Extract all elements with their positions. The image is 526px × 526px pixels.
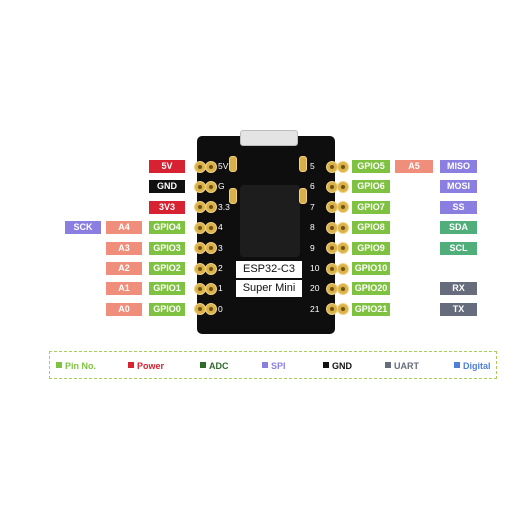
usb-c-connector <box>240 130 298 146</box>
pin-pad <box>205 303 217 316</box>
pin-silk-label: 21 <box>310 303 320 314</box>
pin-silk-label: 6 <box>310 181 315 192</box>
legend-label: ADC <box>209 361 229 371</box>
pin-pad <box>326 303 338 316</box>
pin-tag-gpio: GPIO9 <box>352 241 390 255</box>
pin-pad <box>337 242 349 255</box>
pin-silk-label: 10 <box>310 263 320 273</box>
legend-item: Pin No. <box>56 361 96 371</box>
pin-pad <box>205 221 217 234</box>
pin-silk-label: 5 <box>310 161 315 171</box>
pin-tag-gpio: GPIO5 <box>352 160 390 173</box>
pin-silk-label: 2 <box>218 263 223 273</box>
pin-pad <box>337 201 349 214</box>
legend-swatch <box>454 362 460 368</box>
pin-silk-label: 1 <box>218 283 223 294</box>
pin-tag-gpio: GPIO8 <box>352 221 390 235</box>
pin-tag-gpio: GPIO7 <box>352 200 390 214</box>
pin-tag-uart: RX <box>440 282 477 296</box>
pin-silk-label: 5V <box>218 161 229 171</box>
legend-swatch <box>128 362 134 368</box>
legend-label: Pin No. <box>65 361 96 371</box>
pin-pad <box>194 282 206 295</box>
pin-tag-adc: A2 <box>106 262 142 275</box>
pin-tag-adc: A3 <box>106 241 142 255</box>
pin-tag-gpio: GPIO1 <box>149 282 185 296</box>
legend-item: UART <box>385 361 419 371</box>
pin-tag-gpio: GPIO4 <box>149 221 185 235</box>
pin-silk-label: 8 <box>310 222 315 233</box>
pin-pad <box>205 160 217 173</box>
pin-tag-spi: MISO <box>440 160 477 173</box>
legend-label: SPI <box>271 361 286 371</box>
pin-tag-gnd: GND <box>149 180 185 194</box>
pin-pad <box>337 221 349 234</box>
pin-silk-label: 9 <box>310 242 315 253</box>
pin-tag-adc: A0 <box>106 302 142 316</box>
pin-pad <box>194 303 206 316</box>
pin-tag-gpio: GPIO21 <box>352 302 390 316</box>
pin-pad <box>337 180 349 193</box>
pin-tag-adc: A5 <box>395 160 433 173</box>
pin-tag-gpio: GPIO0 <box>149 302 185 316</box>
pin-pad <box>205 242 217 255</box>
legend-swatch <box>323 362 329 368</box>
mounting-slot <box>229 188 237 204</box>
pin-tag-gpio: GPIO2 <box>149 262 185 275</box>
pin-pad <box>205 201 217 214</box>
pin-tag-uart: TX <box>440 302 477 316</box>
esp32-chip <box>240 185 300 257</box>
pin-pad <box>205 262 217 275</box>
pin-tag-pwr: 3V3 <box>149 200 185 214</box>
mounting-slot <box>299 188 307 204</box>
board-label-chip: ESP32-C3 <box>236 261 302 278</box>
pin-pad <box>337 160 349 173</box>
pin-pad <box>205 180 217 193</box>
pin-tag-gpio: GPIO20 <box>352 282 390 296</box>
pin-tag-i2c: SDA <box>440 221 477 235</box>
pin-pad <box>326 160 338 173</box>
pin-silk-label: 20 <box>310 283 320 294</box>
pin-silk-label: 0 <box>218 303 223 314</box>
pin-tag-pwr: 5V <box>149 160 185 173</box>
pin-tag-spi: SS <box>440 200 477 214</box>
legend: Pin No. Power ADC SPI GND UART Digital <box>49 351 497 379</box>
mounting-slot <box>299 156 307 172</box>
pin-tag-gpio: GPIO10 <box>352 262 390 275</box>
pin-tag-spi: SCK <box>65 221 101 235</box>
legend-item: Digital <box>454 361 491 371</box>
legend-label: UART <box>394 361 419 371</box>
legend-swatch <box>56 362 62 368</box>
pin-pad <box>337 282 349 295</box>
legend-item: Power <box>128 361 164 371</box>
pin-silk-label: 4 <box>218 222 223 233</box>
pin-tag-adc: A1 <box>106 282 142 296</box>
legend-swatch <box>385 362 391 368</box>
pin-pad <box>326 201 338 214</box>
legend-item: ADC <box>200 361 229 371</box>
legend-label: Digital <box>463 361 491 371</box>
pin-silk-label: 3 <box>218 242 223 253</box>
pin-pad <box>337 262 349 275</box>
pin-silk-label: G <box>218 181 225 192</box>
board-label-model: Super Mini <box>236 280 302 297</box>
legend-item: GND <box>323 361 352 371</box>
legend-label: Power <box>137 361 165 371</box>
pin-tag-gpio: GPIO3 <box>149 241 185 255</box>
pin-tag-adc: A4 <box>106 221 142 235</box>
pin-tag-spi: MOSI <box>440 180 477 194</box>
pin-pad <box>337 303 349 316</box>
mounting-slot <box>229 156 237 172</box>
legend-swatch <box>200 362 206 368</box>
pin-silk-label: 3.3 <box>218 201 230 212</box>
pin-tag-i2c: SCL <box>440 241 477 255</box>
pin-silk-label: 7 <box>310 201 315 212</box>
pin-pad <box>205 282 217 295</box>
pin-tag-gpio: GPIO6 <box>352 180 390 194</box>
pin-pad <box>326 180 338 193</box>
legend-item: SPI <box>262 361 286 371</box>
legend-label: GND <box>332 361 352 371</box>
legend-swatch <box>262 362 268 368</box>
